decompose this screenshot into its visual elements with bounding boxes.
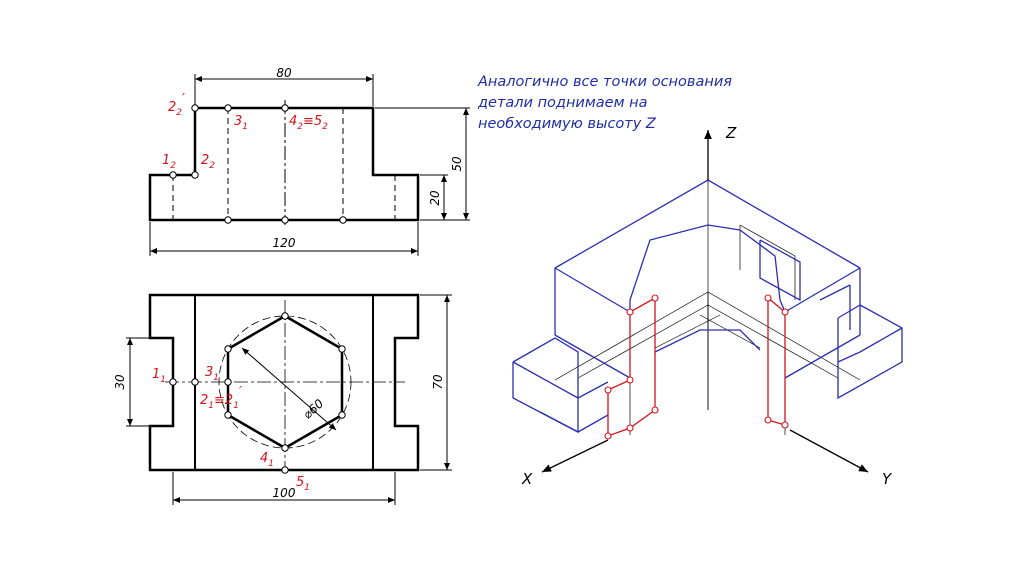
instruction-note: Аналогично все точки основания детали по… — [478, 72, 778, 135]
top-points — [169, 312, 346, 474]
isometric-view: Z X Y — [512, 124, 903, 488]
point-5-1: 51 — [296, 475, 310, 493]
x-axis-label: X — [521, 470, 533, 488]
dim-width-label: 100 — [273, 486, 296, 500]
dim-depth — [420, 294, 452, 471]
dim-width-top-label: 80 — [276, 66, 292, 80]
dim-width-total-label: 120 — [273, 236, 296, 250]
point-2-1: 21≡21′ — [200, 385, 242, 411]
dim-height-base — [420, 174, 448, 220]
instruction-line-1: Аналогично все точки основания — [478, 74, 732, 90]
dim-height-total — [375, 107, 470, 221]
point-1-2: 12 — [162, 153, 176, 171]
front-points — [169, 104, 347, 224]
dim-depth-label: 70 — [431, 374, 445, 390]
y-axis — [789, 429, 869, 473]
diameter-leader — [241, 347, 337, 431]
dim-height-base-label: 20 — [428, 190, 442, 206]
y-axis-label: Y — [882, 470, 893, 488]
dim-width — [172, 472, 396, 505]
dim-width-top — [194, 74, 374, 106]
x-axis — [541, 439, 609, 473]
point-2-2-prime: 22′ — [168, 92, 185, 118]
iso-part-outline — [512, 179, 903, 434]
point-3-1-front: 31 — [234, 114, 248, 132]
dim-width-total — [149, 222, 419, 256]
top-view-outline — [148, 293, 420, 472]
iso-axes — [541, 130, 869, 473]
z-axis-label: Z — [725, 124, 737, 142]
instruction-line-3: необходимую высоту Z — [478, 116, 656, 132]
point-4-1: 41 — [260, 451, 274, 469]
iso-points — [604, 294, 789, 440]
dim-slot — [126, 337, 171, 427]
point-2-2: 22 — [201, 153, 215, 171]
top-view: ⌀60 30 70 100 — [113, 293, 452, 505]
point-3-1-top: 31 — [205, 365, 219, 383]
dim-height-total-label: 50 — [450, 156, 464, 172]
point-1-1: 11 — [152, 367, 166, 385]
front-hidden-lines — [172, 108, 396, 220]
dim-slot-label: 30 — [113, 374, 127, 390]
front-view: 80 120 50 20 — [148, 66, 470, 256]
instruction-line-2: детали поднимаем на — [478, 95, 648, 111]
point-4-2-5-2: 42≡52 — [289, 114, 328, 132]
front-view-outline — [148, 106, 420, 222]
iso-raised-edges — [607, 297, 786, 437]
iso-construction-lines — [554, 180, 861, 435]
